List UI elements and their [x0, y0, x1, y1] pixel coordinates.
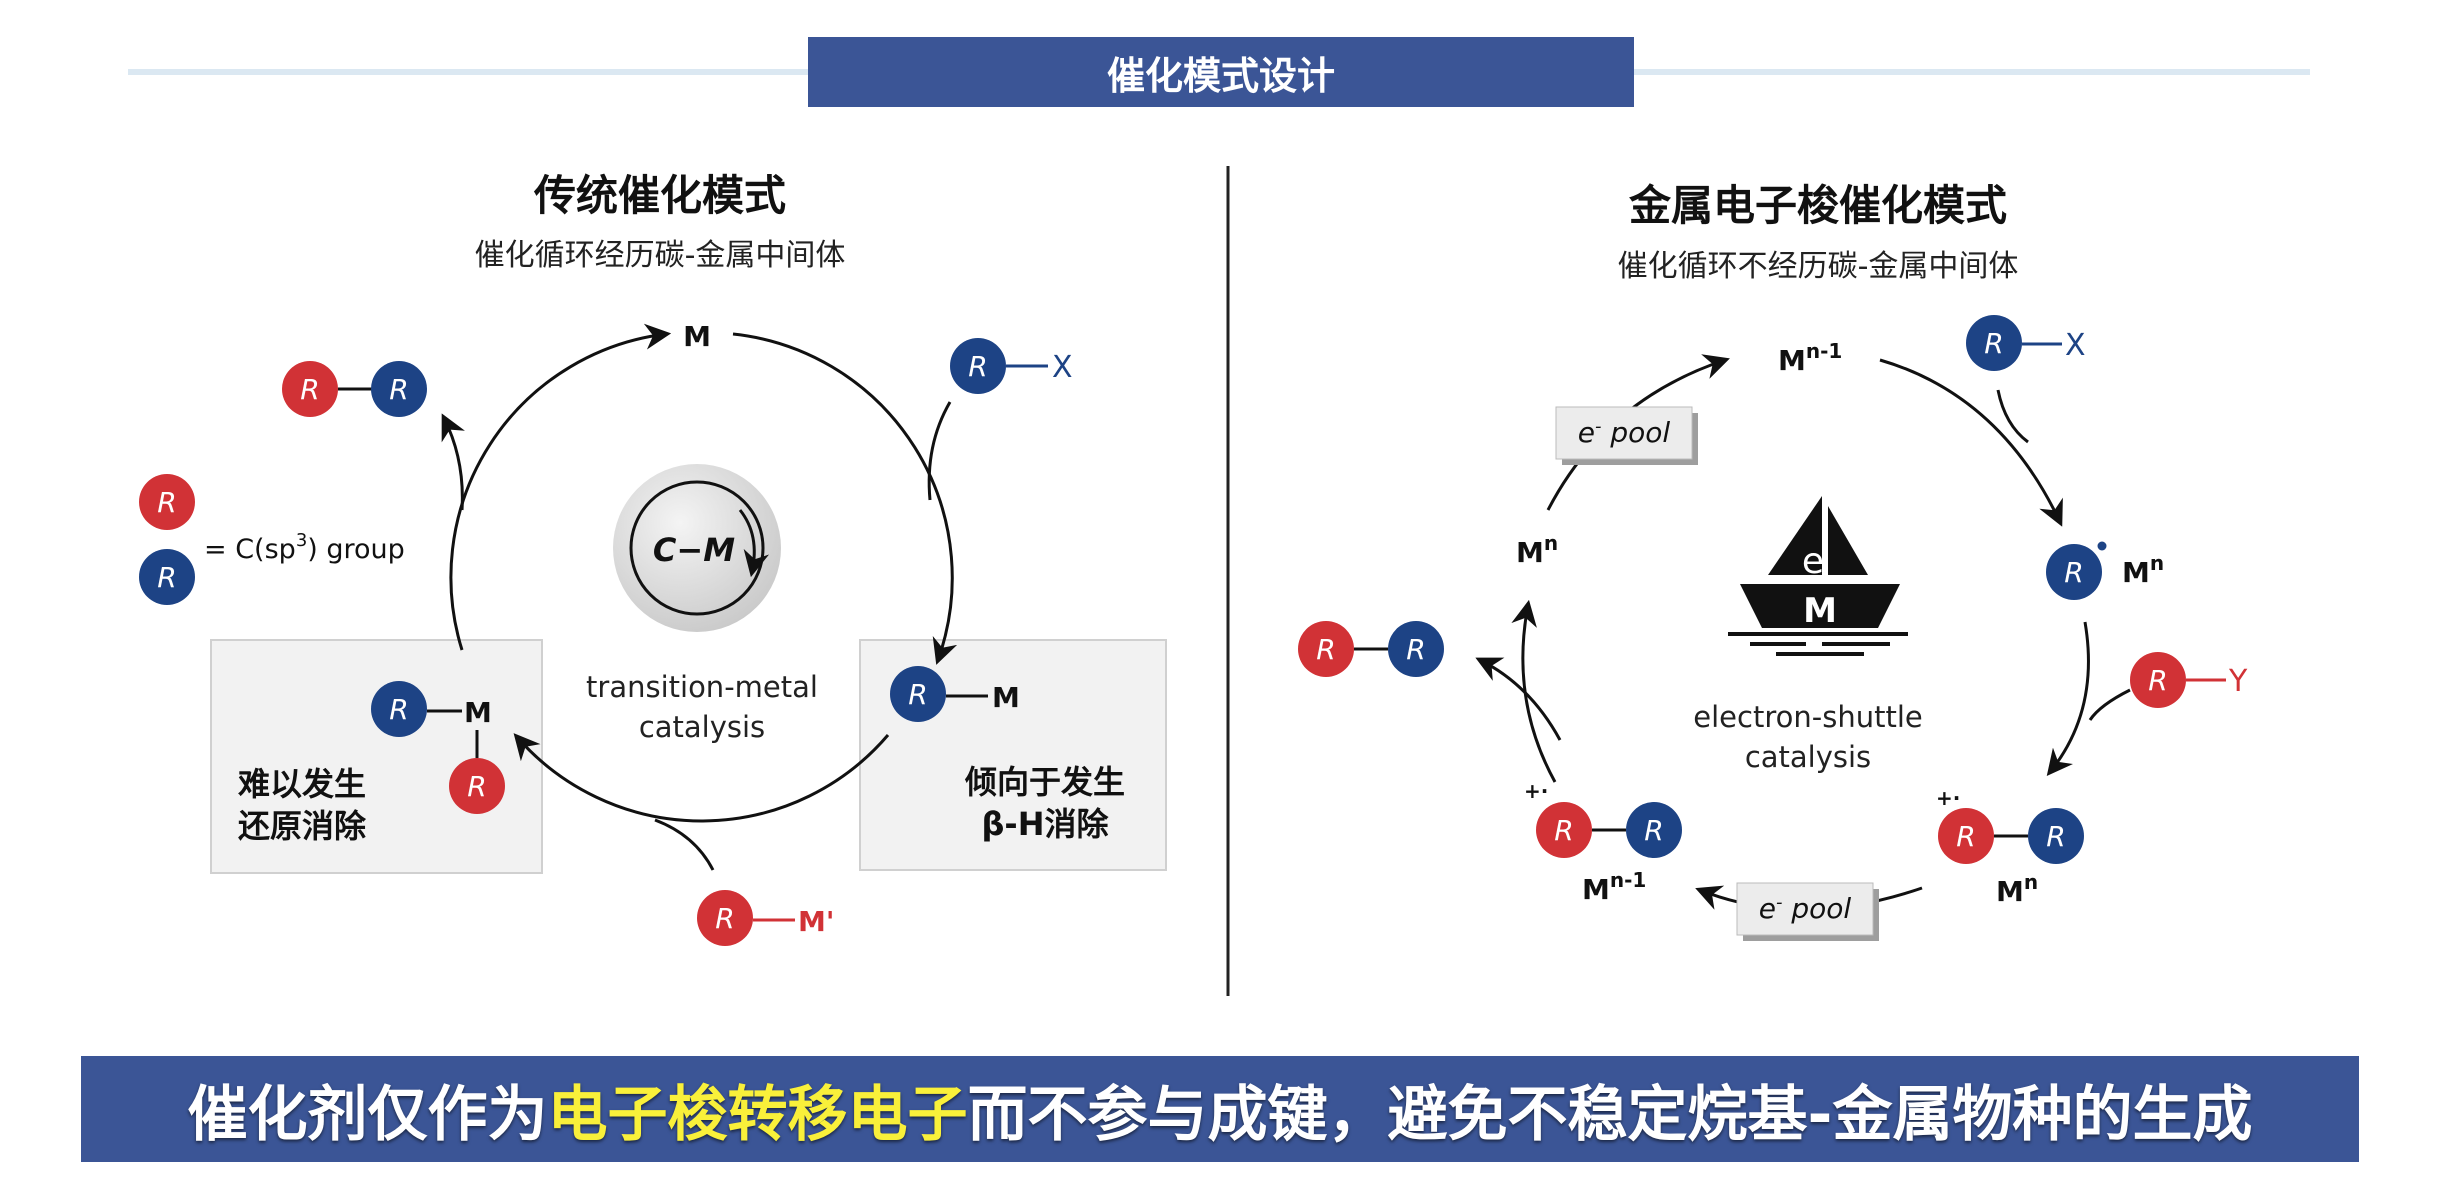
left-arrow-product-out — [441, 413, 465, 511]
footer-text-part-2: 而不参与成键，避免不稳定烷基-金属物种的生成 — [967, 1079, 2253, 1150]
left-center-caption-1: transition-metal — [586, 670, 818, 704]
right-metal-left: Mn — [1516, 531, 1558, 569]
right-rc-left-r-red — [1536, 802, 1592, 858]
left-center-badge-label: C−M — [653, 531, 735, 569]
left-rmr-r-blue-label: R — [389, 693, 408, 726]
right-arrow-product-out — [1475, 657, 1562, 741]
left-subtitle: 催化循环经历碳-金属中间体 — [475, 238, 846, 273]
right-metal-bottom-left: Mn-1 — [1582, 868, 1646, 906]
right-radical-r-blue — [2046, 544, 2102, 600]
left-title: 传统催化模式 — [533, 171, 786, 220]
right-radical-cation-left: +· — [1524, 779, 1548, 803]
header-banner: 催化模式设计 — [808, 37, 1634, 107]
right-pool-top — [1555, 406, 1693, 460]
left-arc-bottom — [513, 733, 890, 823]
left-center-badge-arrow — [738, 509, 770, 578]
right-product-r-red-label: R — [1316, 633, 1335, 666]
right-pool-bottom-label: e- pool — [1759, 892, 1852, 925]
right-ry-r-red-label: R — [2148, 664, 2167, 697]
left-center-badge-ring — [629, 480, 765, 616]
left-box-reductive-elimination — [210, 639, 543, 874]
right-metal-right: Mn — [2122, 551, 2164, 589]
right-arrow-rx-in — [1996, 389, 2029, 444]
left-rm-metal: M — [992, 681, 1020, 714]
right-rc-left-r-blue — [1626, 802, 1682, 858]
right-subtitle: 催化循环不经历碳-金属中间体 — [1618, 249, 2019, 284]
legend-r-red-label: R — [157, 486, 176, 519]
footer-banner: 催化剂仅作为电子梭转移电子而不参与成键，避免不稳定烷基-金属物种的生成 — [81, 1056, 2359, 1162]
left-rm-r-blue-label: R — [908, 678, 927, 711]
right-center-caption-1: electron-shuttle — [1693, 700, 1922, 734]
left-rmr-metal: M — [464, 696, 492, 729]
right-arrow-ry-in — [2088, 688, 2131, 721]
left-rmr-r-red-label: R — [467, 770, 486, 803]
right-radical-cation-right: +· — [1936, 786, 1960, 810]
right-rc-right-r-red-label: R — [1956, 820, 1975, 853]
left-product-r-red — [282, 361, 338, 417]
right-title: 金属电子梭催化模式 — [1628, 181, 2007, 230]
right-rx-x: X — [2065, 328, 2086, 363]
left-box-right-line-1: 倾向于发生 — [964, 763, 1125, 801]
right-radical-dot — [2097, 541, 2107, 551]
footer-text-part-1: 催化剂仅作为 — [187, 1079, 548, 1150]
left-rx-r-blue — [950, 338, 1006, 394]
left-arrow-rx-in — [927, 401, 952, 501]
right-arrow-left — [1511, 599, 1557, 783]
left-arrow-rmprime-in — [654, 818, 715, 871]
boat-icon-m: M — [1803, 591, 1837, 631]
right-rc-right-r-blue — [2028, 808, 2084, 864]
legend-r-blue — [139, 549, 195, 605]
left-rmprime-r-red-label: R — [715, 902, 734, 935]
right-rc-right-r-blue-label: R — [2046, 820, 2065, 853]
right-pool-top-label: e- pool — [1578, 416, 1671, 449]
right-ry-r-red — [2130, 652, 2186, 708]
left-rm-r-blue — [890, 666, 946, 722]
left-center-caption-2: catalysis — [639, 710, 765, 744]
right-center-caption-2: catalysis — [1745, 740, 1871, 774]
left-product-r-blue-label: R — [389, 373, 408, 406]
right-product-r-red — [1298, 621, 1354, 677]
right-rc-right-r-red — [1938, 808, 1994, 864]
left-rmr-r-blue — [371, 681, 427, 737]
right-arrow-top-right — [1879, 358, 2063, 527]
left-box-left-line-2: 还原消除 — [238, 807, 367, 845]
left-product-r-red-label: R — [300, 373, 319, 406]
legend-r-blue-label: R — [157, 561, 176, 594]
left-arc-top-left — [449, 323, 672, 651]
boat-icon — [1728, 496, 1908, 656]
left-product-r-blue — [371, 361, 427, 417]
boat-icon-e: e — [1802, 541, 1824, 582]
left-rx-r-blue-label: R — [968, 350, 987, 383]
header-title: 催化模式设计 — [1106, 53, 1335, 98]
left-arc-top-right — [732, 332, 958, 665]
right-rc-left-r-red-label: R — [1554, 814, 1573, 847]
footer-text-highlight: 电子梭转移电子 — [547, 1079, 968, 1150]
right-product-r-blue — [1388, 621, 1444, 677]
right-metal-bottom-right: Mn — [1996, 870, 2038, 908]
right-metal-top: Mn-1 — [1778, 339, 1842, 377]
left-rmr-r-red — [449, 758, 505, 814]
left-rmprime-metal: M' — [798, 905, 834, 938]
legend-definition: = C(sp3) group — [204, 530, 405, 565]
right-arrow-right — [2046, 621, 2090, 777]
right-rx-r-blue-label: R — [1984, 327, 2003, 360]
left-box-left-line-1: 难以发生 — [238, 765, 366, 803]
left-box-right-line-2: β-H消除 — [982, 805, 1110, 843]
right-pool-bottom — [1736, 882, 1874, 936]
right-radical-r-blue-label: R — [2064, 556, 2083, 589]
left-metal-top: M — [683, 320, 711, 353]
left-center-badge — [613, 464, 781, 632]
left-rx-x: X — [1052, 350, 1073, 385]
right-rx-r-blue — [1966, 315, 2022, 371]
left-rmprime-r-red — [697, 890, 753, 946]
right-product-r-blue-label: R — [1406, 633, 1425, 666]
legend-r-red — [139, 474, 195, 530]
right-rc-left-r-blue-label: R — [1644, 814, 1663, 847]
right-ry-y: Y — [2228, 664, 2248, 699]
